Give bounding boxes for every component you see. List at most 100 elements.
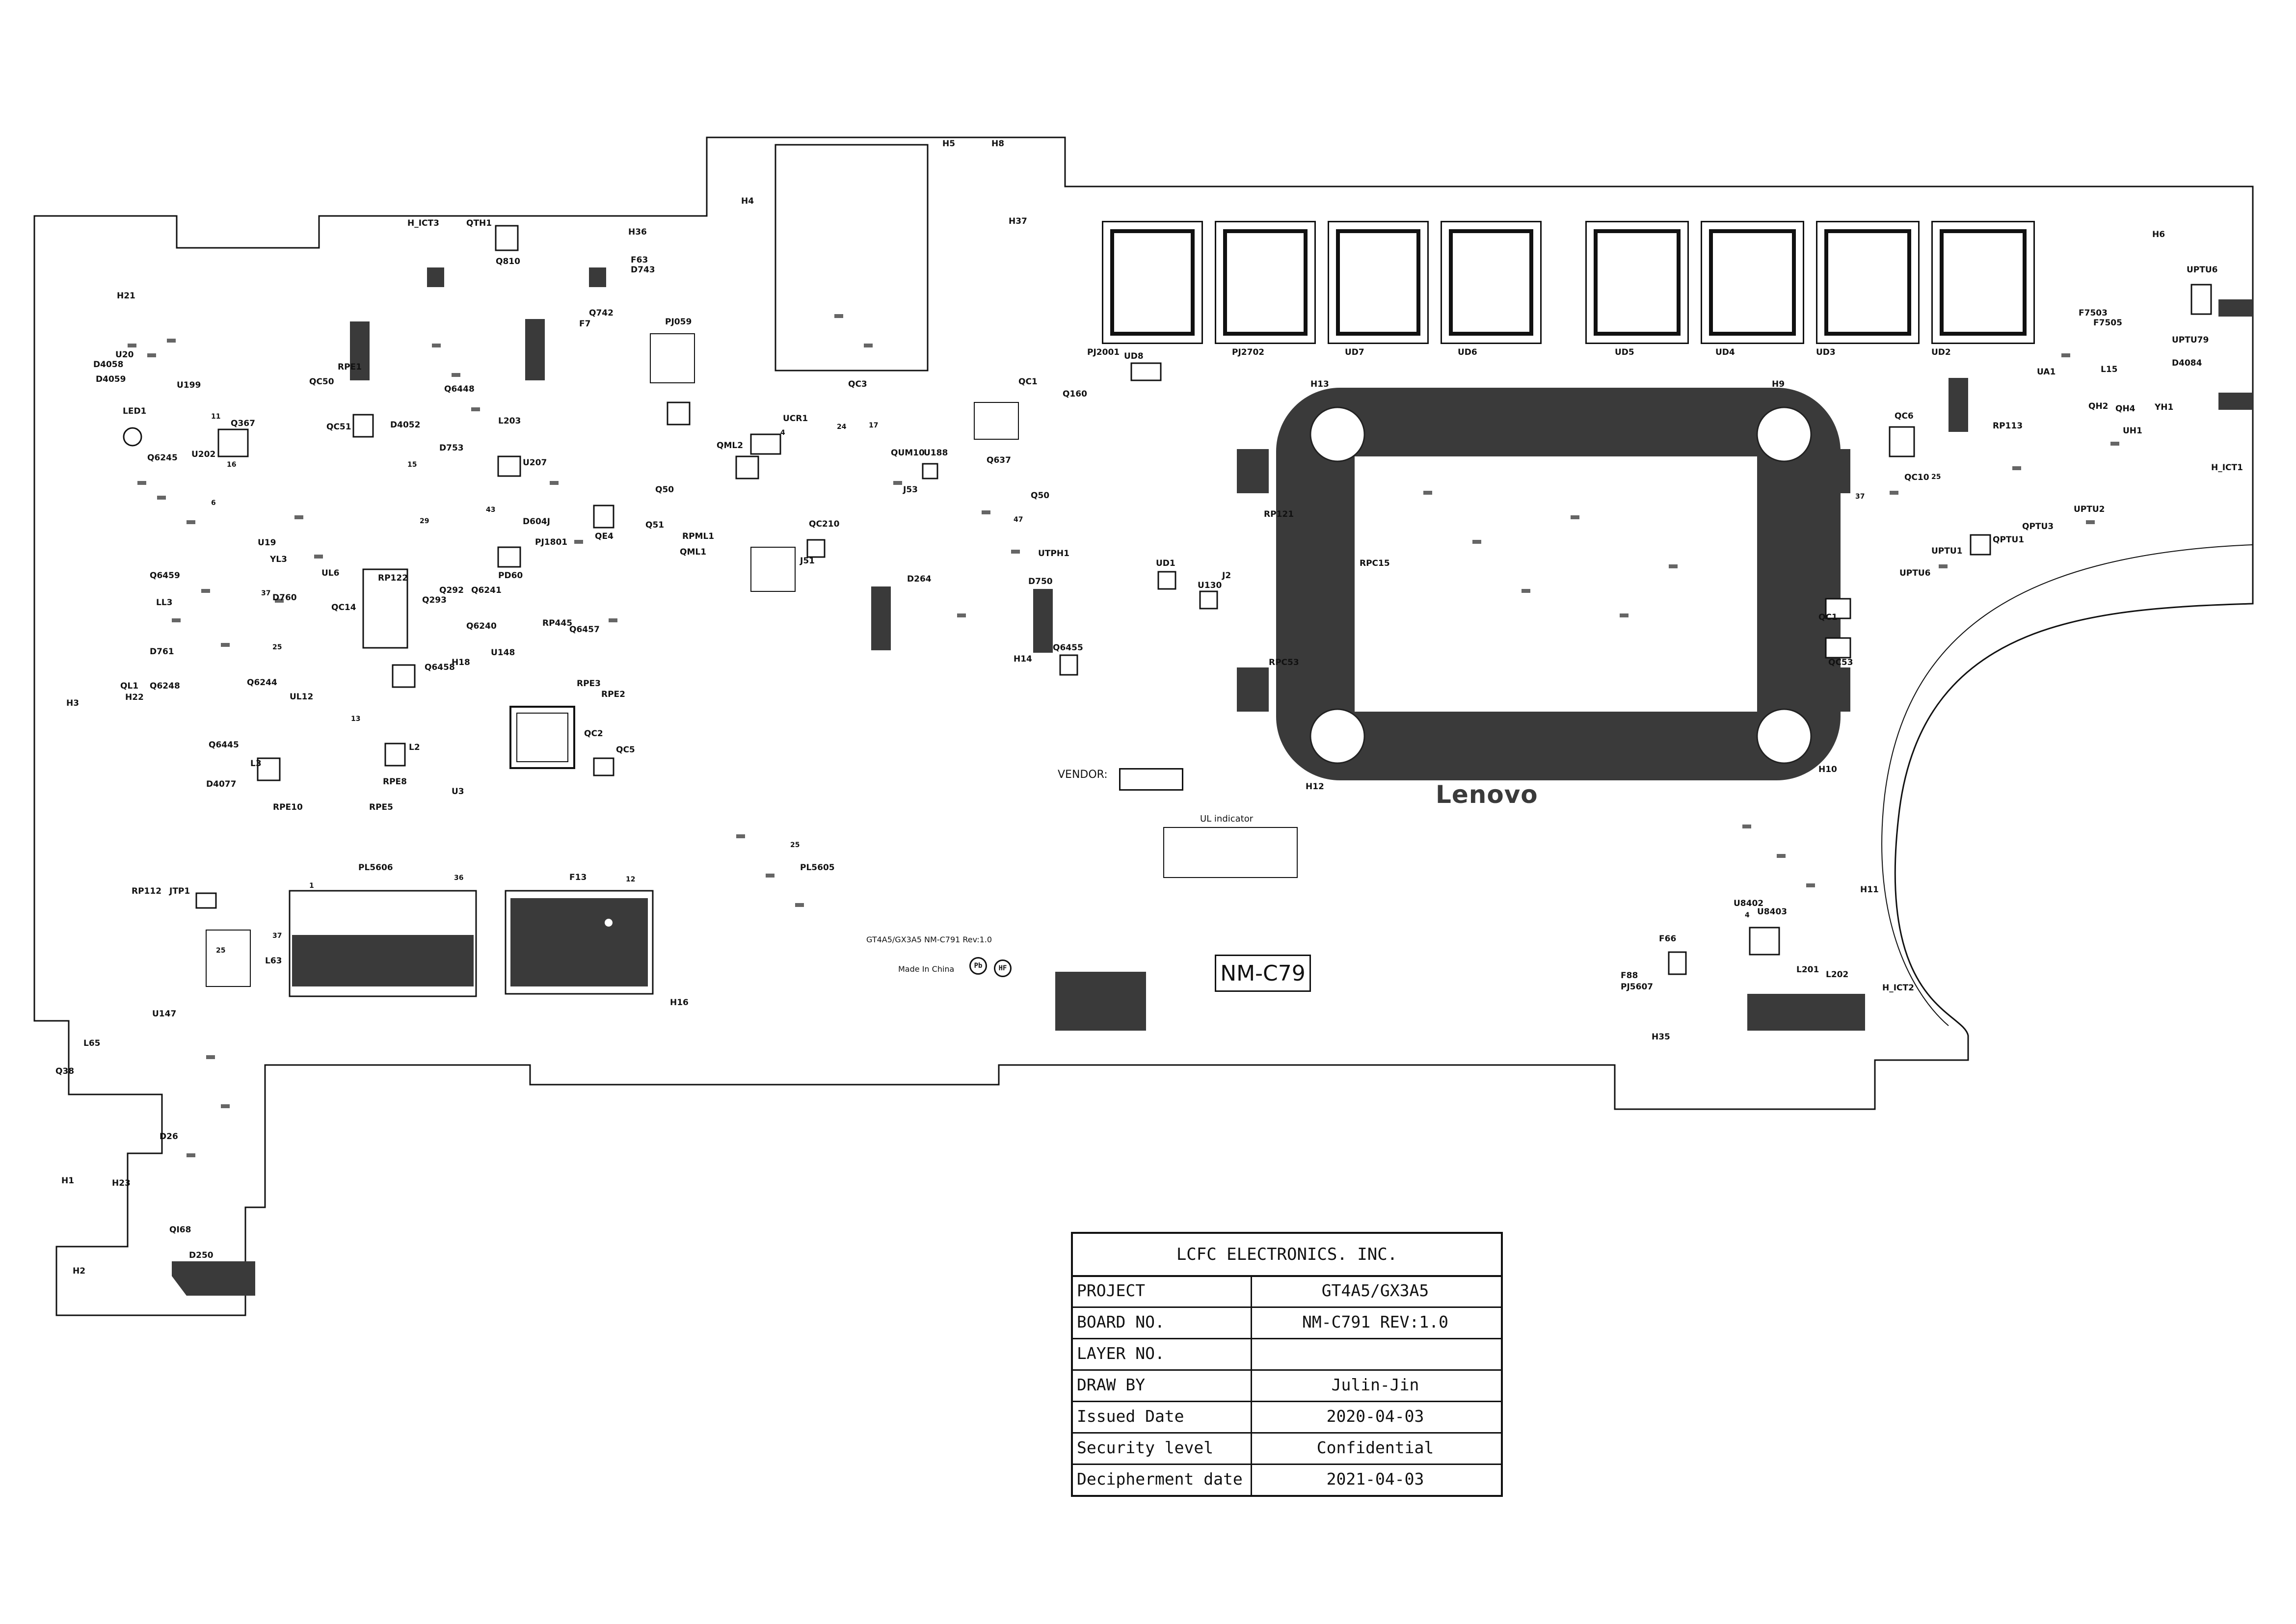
- ref-jtp1: F13: [569, 873, 587, 882]
- title-block-row: BOARD NO. NM-C791 REV:1.0: [1073, 1306, 1501, 1339]
- ref-u148: Q6458: [425, 663, 455, 672]
- ref-h9: H9: [1772, 379, 1785, 389]
- ref-qc14: RP122: [378, 573, 408, 583]
- pad-2: [1747, 994, 1865, 1031]
- pad-10: [2218, 299, 2253, 317]
- pin-number: 25: [790, 841, 800, 849]
- small-components: [128, 314, 2119, 1157]
- ref-qh1: RP113: [1993, 421, 2023, 431]
- ref-h6: H6: [2152, 230, 2165, 240]
- pin-number: 25: [216, 947, 226, 955]
- chip-rp445: [497, 546, 521, 568]
- pin-number: 37: [1855, 493, 1865, 501]
- ref-qml3: J51: [800, 556, 815, 566]
- mem-chip-ud2: [1816, 221, 1920, 344]
- row-key: DRAW BY: [1077, 1375, 1146, 1394]
- row-value: Julin-Jin: [1331, 1375, 1419, 1394]
- ref-jkbl1: PL5606: [358, 863, 393, 873]
- vendor-label: VENDOR:: [1058, 769, 1108, 781]
- pin-number: 24: [837, 423, 847, 431]
- ref-d24: Q38: [55, 1066, 75, 1076]
- cpu-hole-tr: [1756, 406, 1812, 462]
- ref-h-ict3: H_ICT3: [407, 218, 439, 228]
- ref-rpc58: RPC15: [1360, 559, 1390, 568]
- ref-ql1: D761: [150, 647, 174, 657]
- board-mark: NM-C79: [1215, 955, 1311, 992]
- row-value: 2020-04-03: [1326, 1407, 1424, 1426]
- ref-ud4: UD5: [1615, 347, 1634, 357]
- row-key: PROJECT: [1077, 1281, 1146, 1300]
- chip-j53: [922, 463, 938, 479]
- title-block-company: LCFC ELECTRONICS. INC.: [1073, 1234, 1501, 1277]
- mem-chip-ud3: [1701, 221, 1804, 344]
- ref-q6240: Q6241: [471, 586, 502, 595]
- chip-main-ec-inner: [516, 713, 568, 762]
- pin-number: 25: [272, 643, 282, 651]
- ref-d92: F7503: [2079, 308, 2108, 318]
- ref-jsd1: QC3: [848, 379, 867, 389]
- ref-q631: Q6448: [444, 384, 475, 394]
- ref-uptu5: UPTU2: [2074, 505, 2105, 514]
- ref-q6445: UL12: [290, 692, 314, 702]
- mem-chip-ud6: [1328, 221, 1429, 344]
- ref-f7505: D4084: [2172, 358, 2202, 368]
- ref-d91: F7505: [2093, 318, 2122, 328]
- title-block-row: LAYER NO.: [1073, 1338, 1501, 1371]
- hf-mark: HF: [994, 959, 1012, 977]
- chip-uml1: [750, 433, 781, 455]
- ref-uc7: QC1: [1818, 612, 1838, 622]
- ref-qc51: QC50: [309, 377, 334, 387]
- ref-l203: F7: [579, 319, 591, 329]
- pin-number: 4: [780, 429, 785, 437]
- ref-ud7: PJ2702: [1232, 347, 1265, 357]
- ref-l2: D4077: [206, 779, 237, 789]
- mem-chip-ud1: [1931, 221, 2035, 344]
- cpu-hole-bl: [1309, 708, 1365, 764]
- chip-qe4: [593, 757, 614, 776]
- ref-fl5: D26: [160, 1132, 178, 1142]
- ref-q6241: Q292: [439, 586, 464, 595]
- ref-pl5606: PJ5607: [1621, 982, 1654, 992]
- pb-free-mark: Pb: [969, 957, 987, 975]
- ref-d760: Q6459: [150, 571, 180, 581]
- chip-qth1: [495, 225, 519, 251]
- chip-main-ec: [509, 706, 575, 769]
- pin-number: 16: [227, 461, 237, 469]
- ref-ud3: UD4: [1715, 347, 1735, 357]
- ref-q6455: D750: [1028, 577, 1053, 586]
- ref-h-ict1: H_ICT1: [2211, 463, 2243, 473]
- ref-u202: U202: [191, 450, 216, 459]
- ref-h23: H23: [112, 1178, 131, 1188]
- pin-number: 25: [1931, 473, 1941, 481]
- ref-qptu3: UPTU6: [1899, 568, 1931, 578]
- ref-q293: QC14: [331, 603, 356, 612]
- ref-h18: H18: [452, 658, 470, 667]
- pin-number: 11: [211, 413, 221, 421]
- row-key: Security level: [1077, 1438, 1214, 1457]
- ref-h2: H2: [73, 1266, 86, 1276]
- chip-pj1801: [593, 505, 614, 529]
- ref-ud1: UD2: [1931, 347, 1951, 357]
- mem-chip-ud8: [1102, 221, 1203, 344]
- ref-h35: H35: [1652, 1032, 1670, 1042]
- chip-rp122: [497, 455, 521, 477]
- ref-uptu1: QC10: [1904, 473, 1929, 482]
- ref-q6244: Q6248: [150, 681, 180, 691]
- ref-h-ict2: H_ICT2: [1882, 983, 1914, 993]
- ref-f66: L201: [1796, 965, 1819, 975]
- title-block-row: Security level Confidential: [1073, 1432, 1501, 1465]
- silk-project-text: GT4A5/GX3A5 NM-C791 Rev:1.0: [866, 935, 992, 944]
- ref-pj059: PJ1801: [535, 537, 568, 547]
- ref-u58: D264: [907, 574, 932, 584]
- ref-uml1: UCR1: [783, 414, 808, 424]
- ref-u130: J2: [1222, 571, 1231, 581]
- title-block: LCFC ELECTRONICS. INC. PROJECT GT4A5/GX3…: [1071, 1232, 1503, 1497]
- ref-qc5: QC2: [584, 729, 603, 739]
- ref-d249: QI68: [169, 1225, 191, 1235]
- ref-pj2702: UD8: [1124, 351, 1144, 361]
- ref-ucr1: QML2: [717, 441, 744, 451]
- ref-u188: QUM10: [891, 448, 925, 458]
- ref-h14: H14: [1014, 654, 1032, 664]
- row-key: BOARD NO.: [1077, 1312, 1165, 1331]
